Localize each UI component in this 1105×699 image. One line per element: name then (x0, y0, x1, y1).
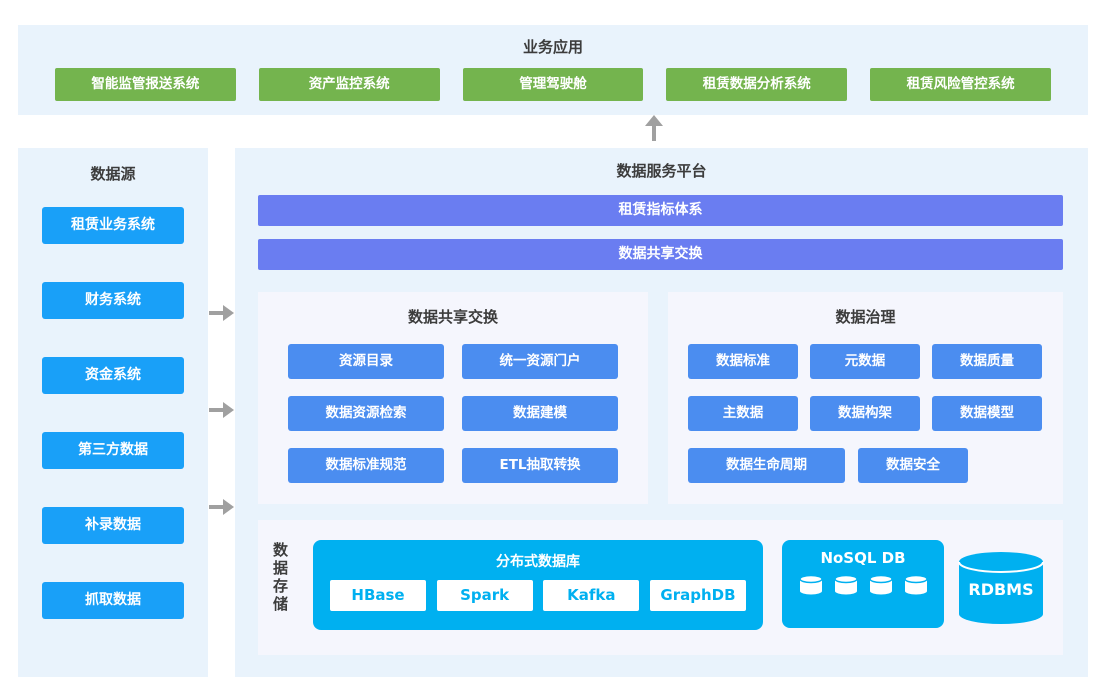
governance-feature-block: 数据模型 (932, 396, 1042, 431)
data-source-block: 补录数据 (42, 507, 184, 544)
lease-indicator-bar: 租赁指标体系 (258, 195, 1063, 226)
data-sharing-grid: 资源目录统一资源门户数据资源检索数据建模数据标准规范 ETL抽取转换 (258, 327, 648, 483)
platform-panel: 数据服务平台 租赁指标体系 数据共享交换 数据共享交换 资源目录统一资源门户数据… (235, 148, 1088, 677)
distributed-db-title: 分布式数据库 (496, 554, 580, 570)
data-exchange-bar: 数据共享交换 (258, 239, 1063, 270)
data-storage-panel: 数据存储 分布式数据库 HBase Spark Kafka GraphDB NoSQL… (258, 520, 1063, 655)
up-arrow-icon (645, 115, 663, 142)
data-sharing-title: 数据共享交换 (407, 308, 498, 326)
governance-feature-block: 数据标准 (688, 344, 798, 379)
data-sharing-panel: 数据共享交换 资源目录统一资源门户数据资源检索数据建模数据标准规范 ETL抽取转换 (258, 292, 648, 504)
business-apps-panel: 业务应用 智能监管报送系统资产监控系统管理驾驶舱租赁数据分析系统租赁风险管控系统 (18, 25, 1088, 115)
governance-feature-block: 数据生命周期 (688, 448, 845, 483)
sharing-feature-block: 资源目录 (288, 344, 444, 379)
business-app-block: 租赁风险管控系统 (870, 68, 1051, 101)
governance-row: 主数据数据构架数据模型 (668, 396, 1063, 431)
data-source-block: 资金系统 (42, 357, 184, 394)
db-tech-block: HBase (330, 580, 426, 611)
data-sources-panel: 数据源 租赁业务系统财务系统资金系统第三方数据补录数据抓取数据 (18, 148, 208, 677)
sharing-feature-block: 数据标准规范 (288, 448, 444, 483)
platform-title: 数据服务平台 (616, 162, 707, 180)
governance-feature-block: 主数据 (688, 396, 798, 431)
database-cylinder-icon (798, 574, 823, 595)
business-app-block: 智能监管报送系统 (55, 68, 236, 101)
governance-feature-block: 数据质量 (932, 344, 1042, 379)
right-arrow-icon (209, 499, 235, 515)
governance-feature-block: 元数据 (810, 344, 920, 379)
business-app-block: 资产监控系统 (258, 68, 440, 101)
database-cylinder-icon (868, 574, 893, 595)
rdbms-label: RDBMS (968, 580, 1034, 599)
sharing-feature-block: ETL抽取转换 (462, 448, 618, 483)
sharing-feature-block: 数据资源检索 (288, 396, 444, 431)
right-arrow-icon (209, 402, 235, 418)
data-sources-list: 租赁业务系统财务系统资金系统第三方数据补录数据抓取数据 (18, 207, 208, 619)
governance-row: 数据生命周期数据安全 (668, 448, 1063, 483)
data-governance-panel: 数据治理 数据标准元数据数据质量 主数据数据构架数据模型 数据生命周期数据安全 (668, 292, 1063, 504)
nosql-cylinders (782, 574, 944, 597)
rdbms-cylinder: RDBMS (955, 550, 1047, 626)
business-apps-title: 业务应用 (522, 38, 583, 56)
data-governance-title: 数据治理 (835, 308, 896, 326)
governance-row: 数据标准元数据数据质量 (668, 344, 1063, 379)
data-source-block: 第三方数据 (42, 432, 184, 469)
db-tech-block: GraphDB (649, 580, 746, 611)
business-apps-row: 智能监管报送系统资产监控系统管理驾驶舱租赁数据分析系统租赁风险管控系统 (18, 68, 1088, 101)
data-source-block: 财务系统 (42, 282, 184, 319)
data-source-block: 抓取数据 (42, 582, 184, 619)
distributed-db-cards: HBase Spark Kafka GraphDB (313, 580, 763, 611)
data-source-block: 租赁业务系统 (42, 207, 184, 244)
nosql-db-title: NoSQL DB (820, 549, 906, 567)
business-app-block: 管理驾驶舱 (462, 68, 644, 101)
db-tech-block: Spark (436, 580, 533, 611)
distributed-db-box: 分布式数据库 HBase Spark Kafka GraphDB (313, 540, 763, 630)
database-cylinder-icon (903, 574, 928, 595)
data-storage-title: 数据存储 (271, 542, 289, 614)
db-tech-block: Kafka (543, 580, 640, 611)
rdbms-cylinder-icon (958, 552, 1044, 624)
nosql-db-box: NoSQL DB (782, 540, 944, 628)
database-cylinder-icon (833, 574, 858, 595)
data-sources-title: 数据源 (90, 165, 136, 183)
governance-feature-block: 数据安全 (858, 448, 968, 483)
sharing-feature-block: 统一资源门户 (462, 344, 618, 379)
right-arrow-icon (209, 305, 235, 321)
business-app-block: 租赁数据分析系统 (666, 68, 848, 101)
governance-feature-block: 数据构架 (810, 396, 920, 431)
sharing-feature-block: 数据建模 (462, 396, 618, 431)
